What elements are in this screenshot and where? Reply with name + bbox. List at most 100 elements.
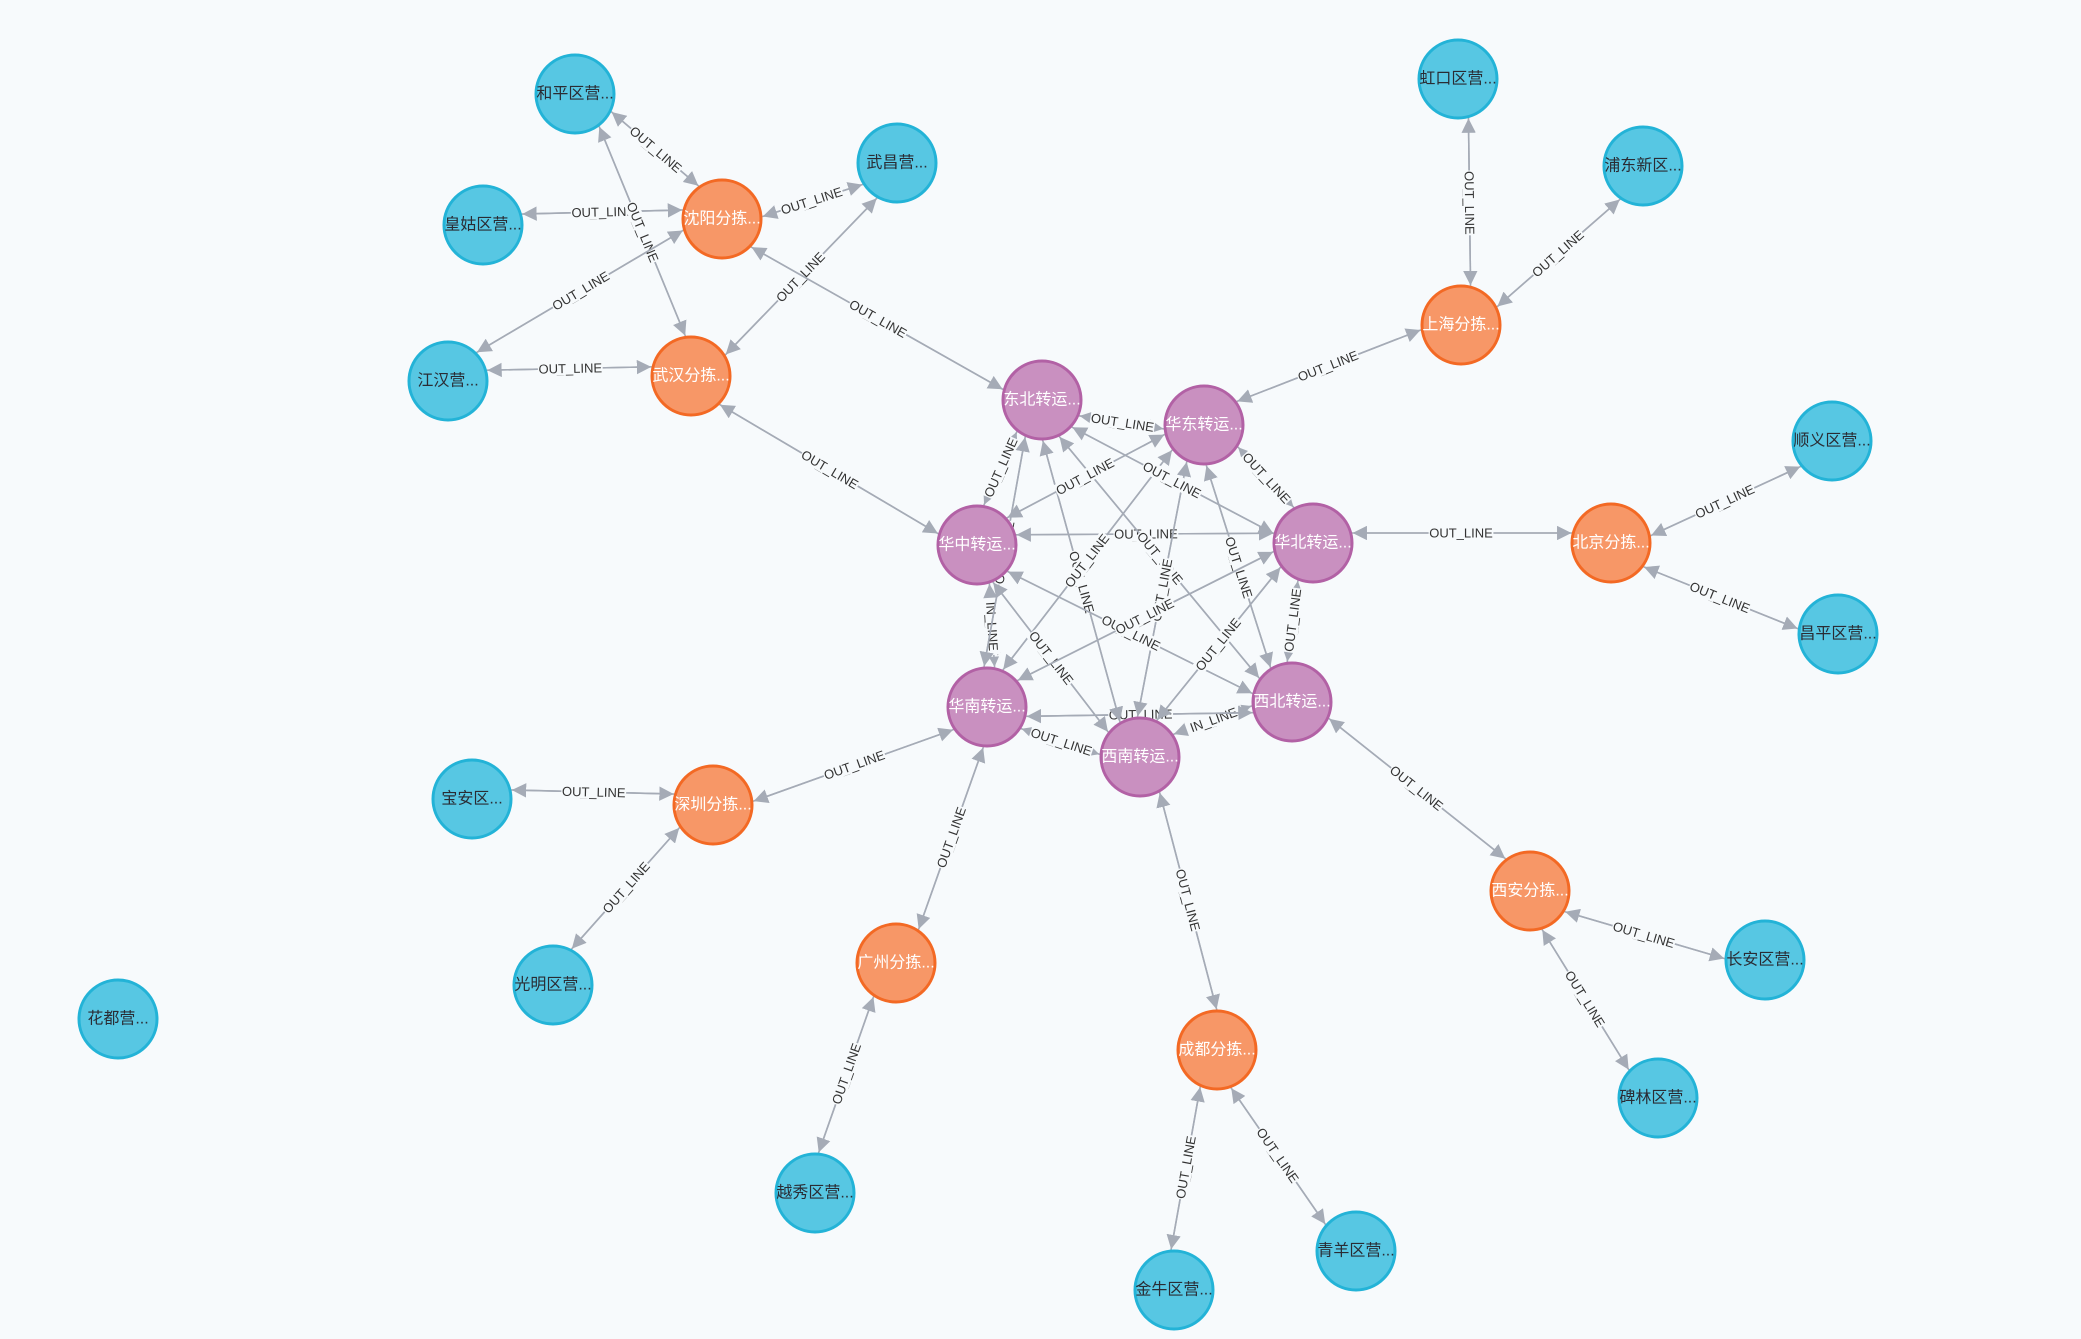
relationship-out-line[interactable]: OUT_LINE <box>1166 1086 1202 1250</box>
node-outlet[interactable]: 金牛区营... <box>1133 1249 1215 1331</box>
node-circle[interactable] <box>534 53 616 135</box>
relationship-out-line[interactable]: OUT_LINE <box>1650 466 1801 537</box>
relationship-out-line[interactable]: OUT_LINE <box>1496 199 1620 308</box>
node-circle[interactable] <box>512 944 594 1026</box>
node-outlet[interactable]: 顺义区营... <box>1791 400 1873 482</box>
relationship-label-background <box>549 268 613 314</box>
node-hub[interactable]: 西南转运... <box>1099 716 1181 798</box>
node-circle[interactable] <box>856 122 938 204</box>
relationship-type-label: OUT_LINE <box>981 435 1021 499</box>
node-branch[interactable]: 武汉分拣... <box>650 335 732 417</box>
relationship-out-line[interactable]: OUT_LINE <box>1021 725 1101 759</box>
relationship-out-line[interactable]: OUT_LINE <box>1007 571 1253 695</box>
relationship-out-line[interactable]: OUT_LINE <box>1352 526 1572 541</box>
node-circle[interactable] <box>946 666 1028 748</box>
node-hub[interactable]: 华东转运... <box>1163 384 1245 466</box>
node-branch[interactable]: 上海分拣... <box>1420 284 1502 366</box>
node-branch[interactable]: 成都分拣... <box>1176 1009 1258 1091</box>
relationship-out-line[interactable]: OUT_LINE <box>916 746 985 930</box>
node-branch[interactable]: 沈阳分拣... <box>681 178 763 260</box>
node-circle[interactable] <box>1724 919 1806 1001</box>
node-outlet[interactable]: 浦东新区... <box>1602 125 1684 207</box>
relationship-out-line[interactable]: OUT_LINE <box>1643 566 1798 630</box>
relationship-type-label: OUT_LINE <box>1462 171 1478 235</box>
relationship-out-line[interactable]: OUT_LINE <box>1236 328 1421 403</box>
relationship-out-line[interactable]: OUT_LINE <box>1328 717 1506 859</box>
node-circle[interactable] <box>1163 384 1245 466</box>
relationship-type-label: OUT_LINE <box>822 747 887 783</box>
node-circle[interactable] <box>1420 284 1502 366</box>
node-circle[interactable] <box>1617 1057 1699 1139</box>
node-circle[interactable] <box>855 922 937 1004</box>
node-outlet[interactable]: 武昌营... <box>856 122 938 204</box>
relationship-out-line[interactable]: OUT_LINE <box>1136 461 1192 717</box>
node-circle[interactable] <box>774 1152 856 1234</box>
node-outlet[interactable]: 越秀区营... <box>774 1152 856 1234</box>
node-circle[interactable] <box>1272 502 1354 584</box>
relationship-out-line[interactable]: OUT_LINE <box>753 728 954 804</box>
node-circle[interactable] <box>442 184 524 266</box>
node-hub[interactable]: 华北转运... <box>1272 502 1354 584</box>
node-outlet[interactable]: 碑林区营... <box>1617 1057 1699 1139</box>
node-branch[interactable]: 广州分拣... <box>855 922 937 1004</box>
relationship-out-line[interactable]: OUT_LINE <box>1006 434 1165 519</box>
node-circle[interactable] <box>650 335 732 417</box>
relationship-label-background <box>981 435 1021 500</box>
node-circle[interactable] <box>1791 400 1873 482</box>
relationship-out-line[interactable]: OUT_LINE <box>719 404 939 535</box>
relationship-out-line[interactable]: OUT_LINE <box>1079 410 1165 435</box>
node-circle[interactable] <box>1570 502 1652 584</box>
relationship-out-line[interactable]: OUT_LINE <box>487 360 652 378</box>
node-circle[interactable] <box>1133 1249 1215 1331</box>
relationship-out-line[interactable]: OUT_LINE <box>522 204 683 221</box>
node-outlet[interactable]: 宝安区... <box>431 758 513 840</box>
node-outlet[interactable]: 花都营... <box>77 978 159 1060</box>
node-circle[interactable] <box>1602 125 1684 207</box>
node-circle[interactable] <box>1099 716 1181 798</box>
node-branch[interactable]: 西安分拣... <box>1489 850 1571 932</box>
node-hub[interactable]: 西北转运... <box>1251 661 1333 743</box>
node-outlet[interactable]: 皇姑区营... <box>442 184 524 266</box>
node-branch[interactable]: 深圳分拣... <box>672 764 754 846</box>
node-circle[interactable] <box>936 504 1018 586</box>
node-hub[interactable]: 华南转运... <box>946 666 1028 748</box>
node-circle[interactable] <box>407 340 489 422</box>
relationship-out-line[interactable]: OUT_LINE <box>816 996 875 1153</box>
node-outlet[interactable]: 光明区营... <box>512 944 594 1026</box>
node-circle[interactable] <box>1489 850 1571 932</box>
relationship-out-line[interactable]: OUT_LINE <box>761 182 863 218</box>
relationship-out-line[interactable]: OUT_LINE <box>571 826 681 949</box>
node-circle[interactable] <box>681 178 763 260</box>
node-outlet[interactable]: 长安区营... <box>1724 919 1806 1001</box>
node-circle[interactable] <box>1001 359 1083 441</box>
relationship-out-line[interactable]: OUT_LINE <box>1158 791 1220 1010</box>
node-circle[interactable] <box>1315 1210 1397 1292</box>
node-outlet[interactable]: 江汉营... <box>407 340 489 422</box>
node-outlet[interactable]: 和平区营... <box>534 53 616 135</box>
relationship-out-line[interactable]: OUT_LINE <box>1281 580 1304 662</box>
relationship-out-line[interactable]: OUT_LINE <box>1238 447 1295 509</box>
node-outlet[interactable]: 青羊区营... <box>1315 1210 1397 1292</box>
relationship-out-line[interactable]: OUT_LINE <box>1564 910 1725 962</box>
node-circle[interactable] <box>431 758 513 840</box>
relationship-out-line[interactable]: OUT_LINE <box>1541 929 1629 1070</box>
relationship-type-label: OUT_LINE <box>1693 481 1757 521</box>
node-circle[interactable] <box>1176 1009 1258 1091</box>
node-circle[interactable] <box>1797 593 1879 675</box>
node-outlet[interactable]: 昌平区营... <box>1797 593 1879 675</box>
node-branch[interactable]: 北京分拣... <box>1570 502 1652 584</box>
relationship-out-line[interactable]: OUT_LINE <box>1230 1087 1326 1225</box>
relationship-out-line[interactable]: OUT_LINE <box>751 247 1004 391</box>
node-hub[interactable]: 华中转运... <box>936 504 1018 586</box>
relationship-out-line[interactable]: OUT_LINE <box>611 112 700 187</box>
relationship-out-line[interactable]: OUT_LINE <box>511 783 675 801</box>
relationship-out-line[interactable]: OUT_LINE <box>1461 118 1478 286</box>
node-circle[interactable] <box>1251 661 1333 743</box>
node-hub[interactable]: 东北转运... <box>1001 359 1083 441</box>
relationship-label-background <box>1253 1124 1302 1186</box>
node-circle[interactable] <box>77 978 159 1060</box>
node-circle[interactable] <box>672 764 754 846</box>
node-outlet[interactable]: 虹口区营... <box>1417 38 1499 120</box>
node-circle[interactable] <box>1417 38 1499 120</box>
